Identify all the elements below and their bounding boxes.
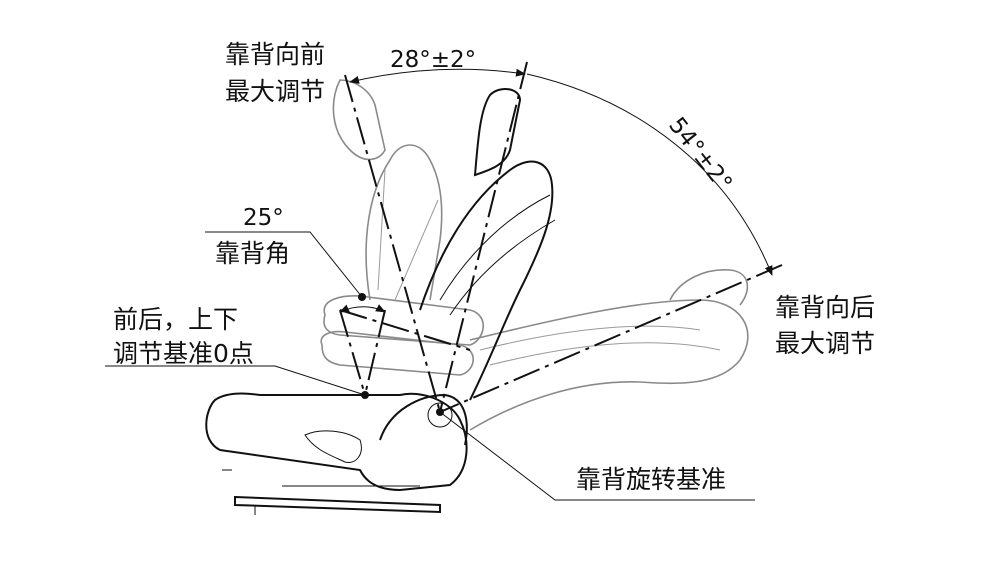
backrest-angle-value: 25° (243, 205, 284, 231)
reference-zero-label-1: 前后，上下 (113, 305, 238, 334)
backrest-upright-outline (419, 88, 556, 401)
upright-axis (439, 61, 528, 413)
backrest-reclined-outline (469, 269, 749, 431)
reference-zero-point (361, 391, 369, 399)
forward-max-label-2: 最大调节 (225, 77, 325, 106)
backrest-angle-leader (205, 231, 363, 298)
rear-angle-arc (526, 73, 773, 276)
forward-max-axis (344, 74, 441, 413)
backrest-angle-label: 靠背角 (215, 239, 290, 268)
pivot-leader (439, 411, 755, 501)
rear-max-axis (439, 264, 783, 413)
pivot-point (436, 408, 444, 416)
backrest-forward-outline (320, 79, 484, 376)
hip-point-indicator (339, 304, 471, 396)
forward-angle-arc (349, 68, 526, 84)
pivot-reference-label: 靠背旋转基准 (576, 465, 726, 494)
rear-max-label-2: 最大调节 (775, 329, 875, 358)
rear-angle-label: 54°±2° (663, 113, 737, 197)
forward-angle-label: 28°±2° (390, 47, 476, 73)
backrest-angle-point (358, 293, 366, 301)
rear-max-label-1: 靠背向后 (775, 293, 875, 322)
forward-max-label-1: 靠背向前 (225, 40, 325, 69)
reference-zero-leader (105, 365, 366, 396)
seat-cushion-outline (205, 392, 468, 515)
reference-zero-label-2: 调节基准0点 (113, 339, 254, 368)
